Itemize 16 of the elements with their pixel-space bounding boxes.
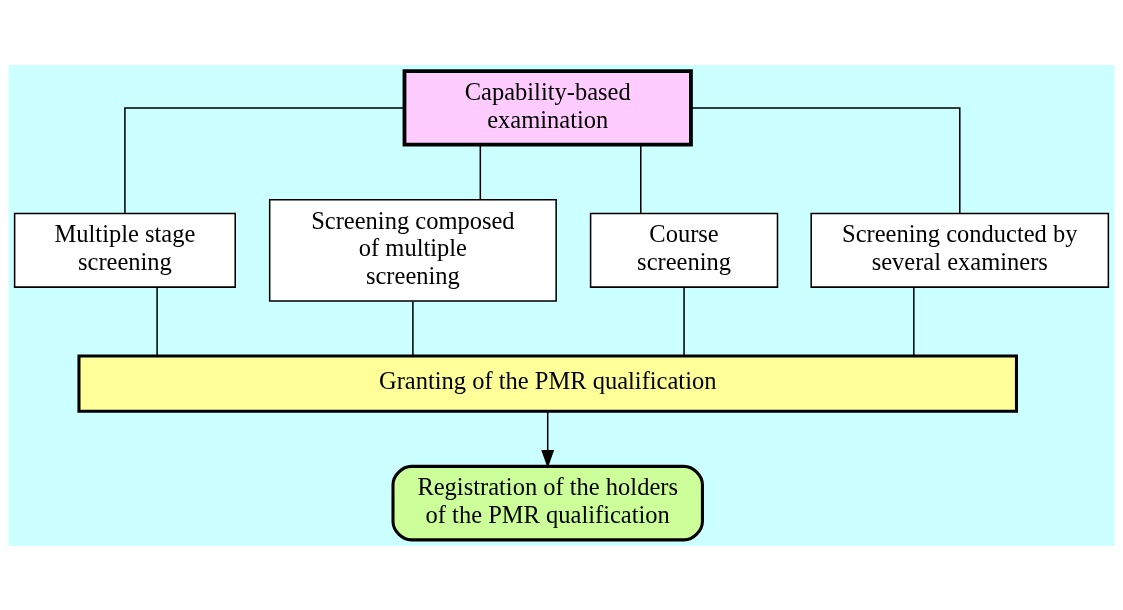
node-box: Screening conducted by several examiners [810,212,1110,288]
connector [913,286,915,357]
node-box: Registration of the holders of the PMR qualification [391,464,704,541]
node-box: Granting of the PMR qualification [77,354,1018,413]
node-box: Screening composed of multiple screening [268,198,557,302]
connector [156,286,158,357]
connector [412,300,414,357]
connector [124,106,405,214]
arrow [541,410,555,468]
connector [690,106,961,214]
node-box: Multiple stage screening [13,212,236,288]
connector [640,144,642,214]
node-box: Course screening [589,212,779,288]
connector [479,144,482,201]
connector [683,286,685,357]
node-box: Capability-based examination [402,68,693,147]
